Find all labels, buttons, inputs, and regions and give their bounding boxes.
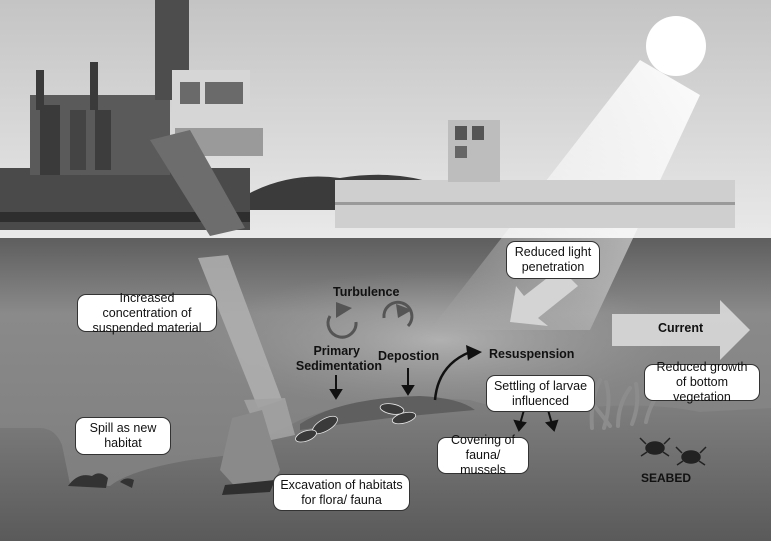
depostion-label: Depostion [378,349,440,363]
turbulence-label: Turbulence [333,285,400,299]
barge-icon [335,120,735,228]
reduced-growth-box: Reduced growth of bottom vegetation [644,360,760,404]
settling-larvae-box: Settling of larvae influenced [486,375,595,412]
larvae-arrows [513,409,559,432]
mussel-icon [295,403,417,443]
reduced-light-box: Reduced light penetration [506,241,600,279]
spill-habitat-box: Spill as new habitat [75,417,171,455]
increased-concentration-box: Increased concentration of suspended mat… [77,291,217,335]
primary-sedimentation-label: Primary Sedimentation [292,344,382,374]
turbulence-arrows-icon [326,300,414,339]
excavation-habitats-box: Excavation of habitats for flora/ fauna [273,474,410,511]
excavator-boom [150,130,245,236]
light-arrow-icon [510,268,578,326]
primary-sedimentation-line1: Primary [313,344,360,358]
sun-icon [646,16,706,76]
crab-icon [639,437,707,466]
spill-debris [68,473,134,488]
primary-sedimentation-line2: Sedimentation [295,359,382,373]
seabed-label: SEABED [641,471,692,485]
covering-fauna-box: Covering of fauna/ mussels [437,433,529,477]
seabed [0,397,771,541]
resuspension-label: Resuspension [489,347,575,361]
excavator-arm [198,255,295,495]
resuspension-arrow [433,350,471,401]
current-arrow-icon [612,300,750,360]
sedimentation-arrows [329,368,415,400]
current-label: Current [658,321,704,335]
